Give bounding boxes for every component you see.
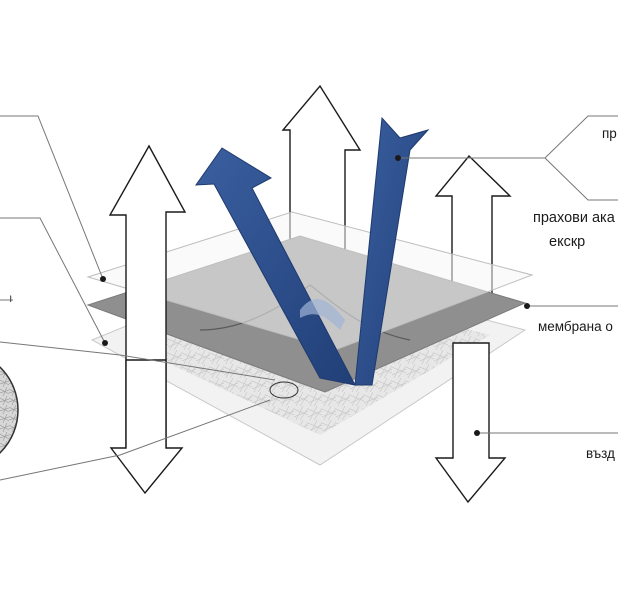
label-air: възд [586, 446, 615, 461]
leader-lines [0, 115, 618, 481]
label-membrane: мембрана о [538, 319, 613, 334]
label-dust-line2: екскр [549, 234, 586, 250]
blue-arrow-left [194, 147, 356, 386]
blue-arrows [194, 116, 430, 386]
label-top-right: пр [602, 126, 617, 141]
leader-dots [100, 155, 530, 436]
magnified-fiber-circle [0, 366, 19, 454]
label-left-fragment: ı [9, 291, 13, 305]
label-dust-line1: прахови ака [533, 210, 615, 226]
blue-arrow-right [354, 116, 430, 386]
top-glass-layer [86, 211, 534, 351]
white-down-arrows [109, 342, 507, 504]
